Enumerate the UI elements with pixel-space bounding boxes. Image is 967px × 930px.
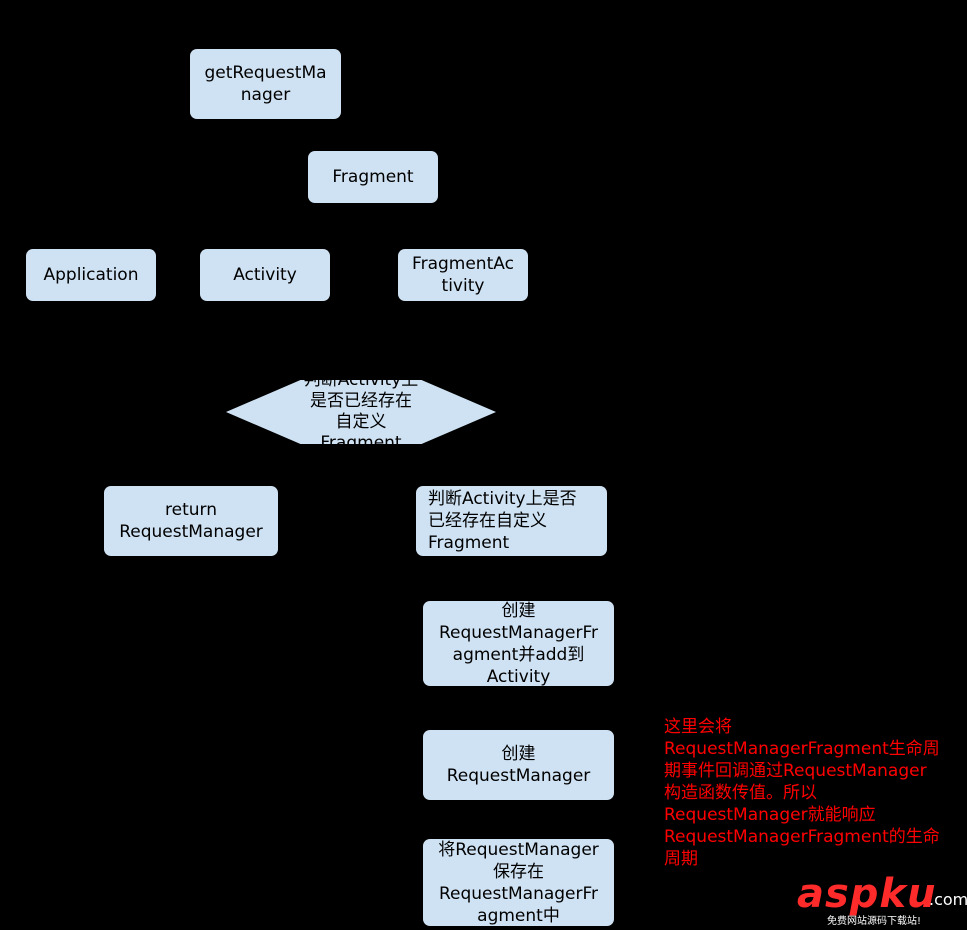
application-node: Application xyxy=(26,249,156,301)
fragment-activity-node: FragmentAc tivity xyxy=(398,249,528,301)
lifecycle-note: 这里会将 RequestManagerFragment生命周 期事件回调通过Re… xyxy=(664,717,940,869)
create-fragment-node: 创建 RequestManagerFr agment并add到 Activity xyxy=(423,601,614,686)
check-activity-label: 判断Activity上是否 已经存在自定义 Fragment xyxy=(428,489,577,553)
create-request-manager-node: 创建 RequestManager xyxy=(423,730,614,800)
activity-node: Activity xyxy=(200,249,330,301)
create-request-manager-label: 创建 RequestManager xyxy=(446,744,591,786)
watermark-brand: aspku xyxy=(797,871,937,917)
activity-label: Activity xyxy=(233,265,297,285)
save-request-manager-label: 将RequestManager 保存在 RequestManagerFr agm… xyxy=(438,839,599,926)
get-request-manager-label: getRequestMa nager xyxy=(204,63,327,105)
fragment-node: Fragment xyxy=(308,151,438,203)
fragment-label: Fragment xyxy=(332,167,414,187)
watermark-tagline: 免费网站源码下载站! xyxy=(827,916,922,927)
get-request-manager-node: getRequestMa nager xyxy=(190,49,341,119)
watermark-suffix: .com xyxy=(929,890,967,909)
decision-diamond: 判断Activity上 是否已经存在 自定义 Fragment xyxy=(226,380,496,444)
decision-label: 判断Activity上 是否已经存在 自定义 Fragment xyxy=(303,380,419,444)
diamond-shape xyxy=(226,380,496,444)
fragment-activity-label: FragmentAc tivity xyxy=(412,254,514,296)
create-fragment-label: 创建 RequestManagerFr agment并add到 Activity xyxy=(438,601,599,686)
return-request-manager-label: return RequestManager xyxy=(119,500,263,542)
watermark-logo: aspku .com 免费网站源码下载站! xyxy=(797,872,967,930)
return-request-manager-node: return RequestManager xyxy=(104,486,278,556)
save-request-manager-node: 将RequestManager 保存在 RequestManagerFr agm… xyxy=(423,839,614,926)
application-label: Application xyxy=(43,265,139,285)
check-activity-node: 判断Activity上是否 已经存在自定义 Fragment xyxy=(416,486,607,556)
